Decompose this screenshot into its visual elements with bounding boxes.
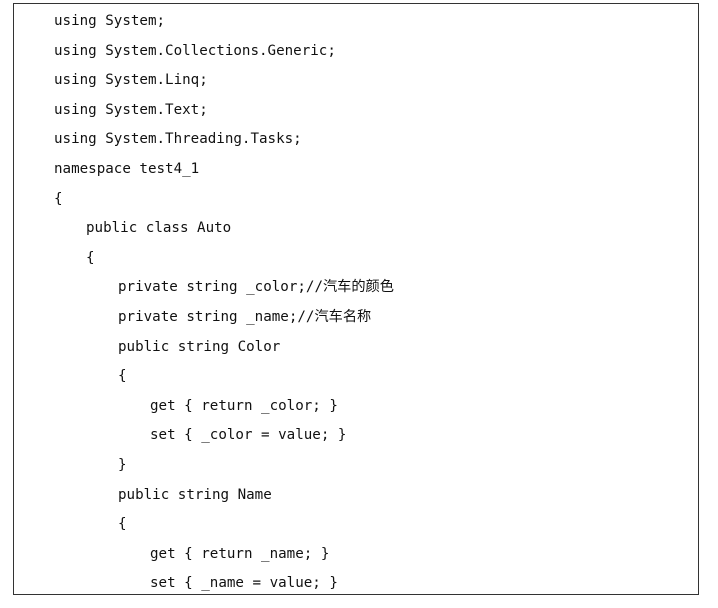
code-line-3: using System.Linq; [54, 72, 208, 89]
code-lines: using System; using System.Collections.G… [14, 7, 698, 594]
code-line-14: get { return _color; } [150, 397, 338, 414]
code-line-8: public class Auto [86, 220, 232, 237]
code-line-2: using System.Collections.Generic; [54, 42, 336, 59]
code-line-6: namespace test4_1 [54, 160, 200, 177]
code-line-12: public string Color [118, 338, 281, 355]
code-listing-frame: using System; using System.Collections.G… [13, 3, 699, 595]
code-line-1: using System; [54, 13, 166, 29]
code-line-13: { [118, 368, 127, 385]
code-line-15: set { _color = value; } [150, 427, 347, 444]
code-line-17: public string Name [118, 486, 272, 503]
code-line-20: set { _name = value; } [150, 575, 338, 592]
code-line-18: { [118, 516, 127, 533]
code-line-4: using System.Text; [54, 101, 208, 118]
code-line-16: } [118, 456, 127, 473]
code-line-11: private string _name;//汽车名称 [118, 308, 372, 325]
code-line-7: { [54, 190, 63, 207]
code-line-10: private string _color;//汽车的颜色 [118, 279, 394, 296]
code-line-9: { [86, 249, 95, 266]
code-line-5: using System.Threading.Tasks; [54, 131, 302, 148]
code-line-19: get { return _name; } [150, 545, 330, 562]
